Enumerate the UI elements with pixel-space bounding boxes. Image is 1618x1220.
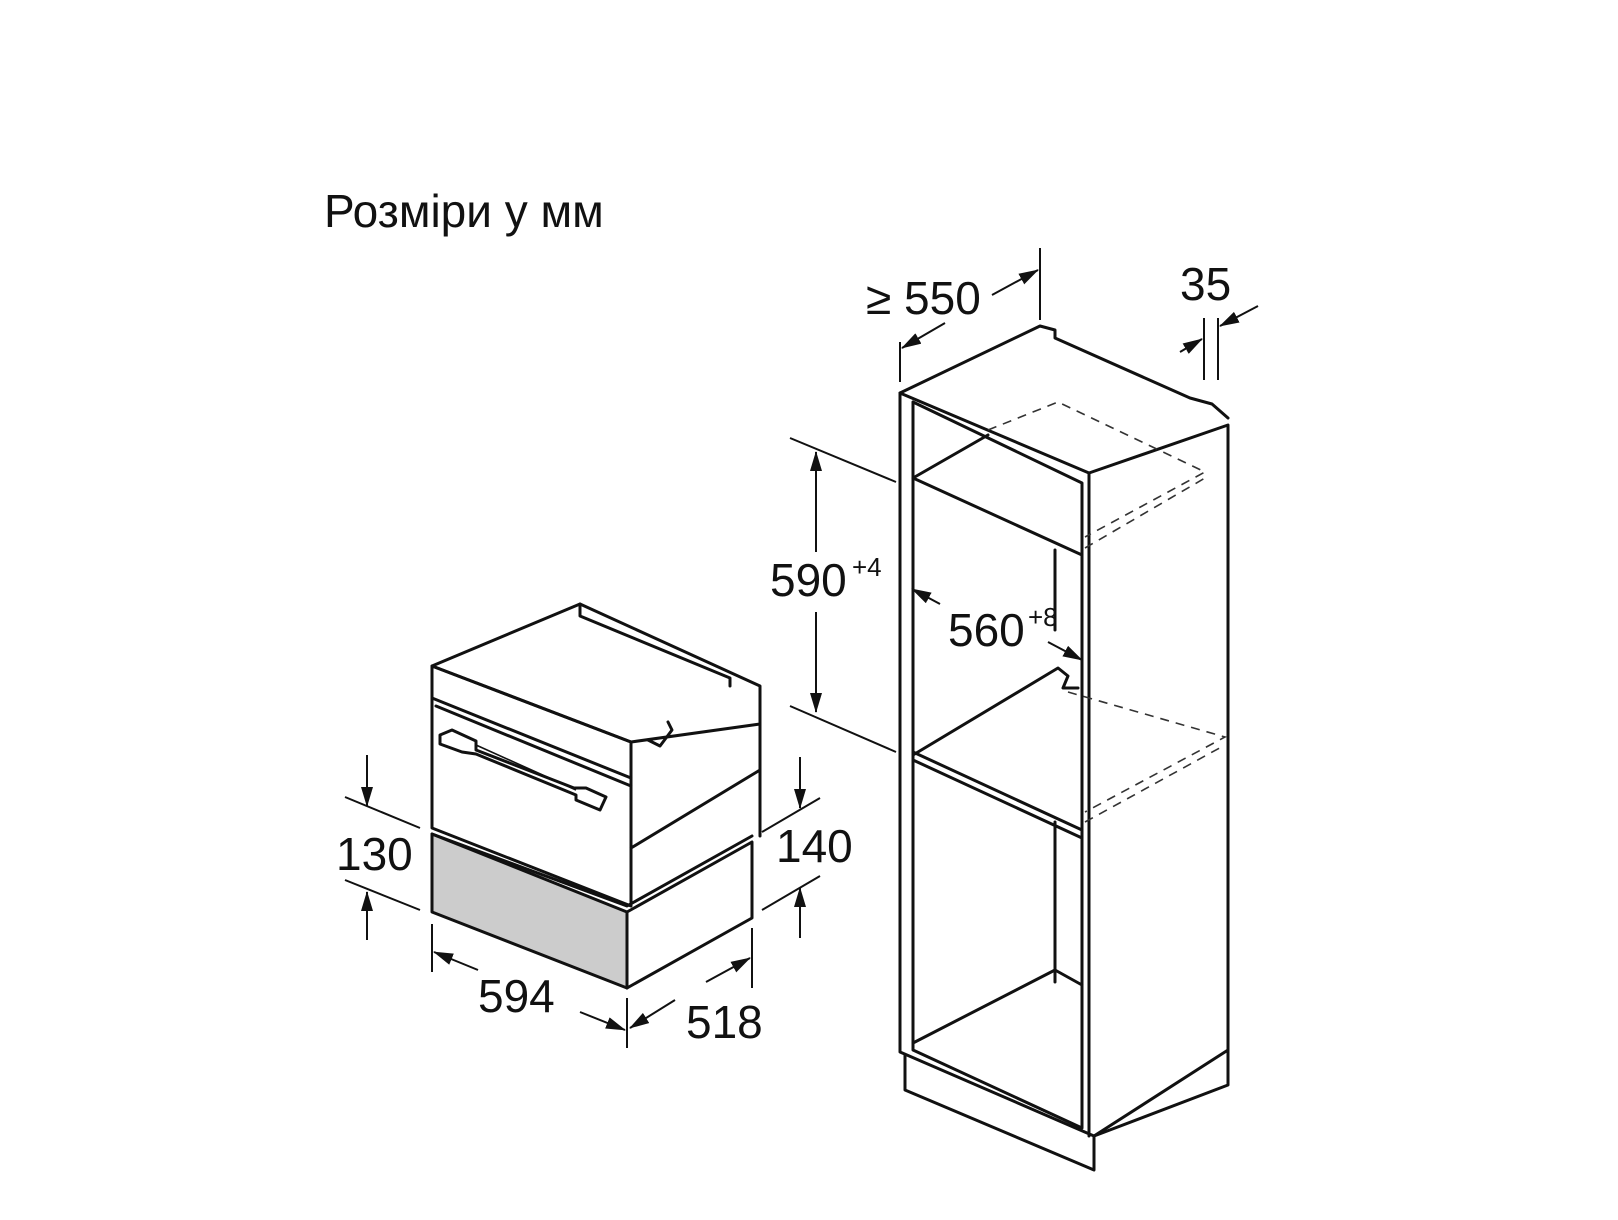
dim-140-ext-bottom xyxy=(761,875,821,911)
label-drawer-height-side: 140 xyxy=(776,820,853,872)
dim-560-arrow-left xyxy=(911,588,941,605)
cabinet-middle-shelf-edge xyxy=(911,758,1084,840)
dim-594-arrow-right xyxy=(579,1011,626,1031)
hidden-line-mid xyxy=(1067,691,1228,813)
tall-cabinet xyxy=(898,324,1230,1172)
hidden-line-mid2 xyxy=(1084,744,1226,823)
drawer-side xyxy=(625,840,754,990)
label-drawer-width: 594 xyxy=(478,970,555,1022)
dim-130-ext-top xyxy=(344,796,421,829)
dim-590-ext-bottom xyxy=(789,705,897,753)
label-cabinet-width: ≥ 550 xyxy=(866,272,981,324)
cabinet-upper-shelf xyxy=(911,476,1084,557)
dim-130-ext-bottom xyxy=(344,879,421,911)
dimension-lines xyxy=(344,248,1259,1048)
oven-door-handle-line xyxy=(475,744,577,791)
drawer-front xyxy=(430,832,629,990)
dim-590-ext-top xyxy=(789,437,897,483)
oven-door-handle xyxy=(438,728,608,812)
oven-top-back xyxy=(578,602,732,688)
label-niche-width-tolerance: +8 xyxy=(1028,602,1058,632)
hidden-line-top2 xyxy=(1084,477,1206,549)
label-drawer-height-front: 130 xyxy=(336,828,413,880)
oven-top xyxy=(430,602,762,744)
dimension-labels: ≥ 550 35 590 +4 560 +8 130 140 594 518 xyxy=(336,258,1231,1048)
label-niche-height-tolerance: +4 xyxy=(852,552,882,582)
dim-550-arrow-right xyxy=(991,269,1039,296)
oven-side-handle xyxy=(646,720,674,748)
cabinet-middle-shelf xyxy=(911,750,1084,832)
label-niche-height: 590 xyxy=(770,554,847,606)
dim-140-ext-top xyxy=(761,797,821,833)
dim-35-arrow-right xyxy=(1219,305,1259,327)
dim-518-arrow-left xyxy=(629,999,676,1029)
label-cabinet-wall: 35 xyxy=(1180,258,1231,310)
cabinet-upper-shelf-back xyxy=(911,433,990,480)
oven-control-panel2 xyxy=(434,704,633,788)
cabinet-plinth xyxy=(903,1048,1230,1172)
label-niche-width: 560 xyxy=(948,604,1025,656)
label-drawer-depth: 518 xyxy=(686,996,763,1048)
diagram-caption: Розміри у мм xyxy=(324,185,604,237)
cabinet-middle-shelf-top xyxy=(911,666,1080,757)
dim-35-arrow-left xyxy=(1179,338,1203,354)
hidden-line-top xyxy=(987,401,1207,538)
cabinet-floor xyxy=(911,968,1084,1045)
dim-594-arrow-left xyxy=(433,951,479,971)
oven-control-panel xyxy=(430,696,633,780)
oven-and-drawer xyxy=(430,602,762,990)
dim-560-arrow-right xyxy=(1047,641,1083,661)
cabinet-top-back-edge xyxy=(898,324,1230,420)
dim-550-arrow-left xyxy=(901,322,946,349)
dim-518-arrow-right xyxy=(705,957,751,983)
cabinet-inner-left xyxy=(911,400,1084,1130)
